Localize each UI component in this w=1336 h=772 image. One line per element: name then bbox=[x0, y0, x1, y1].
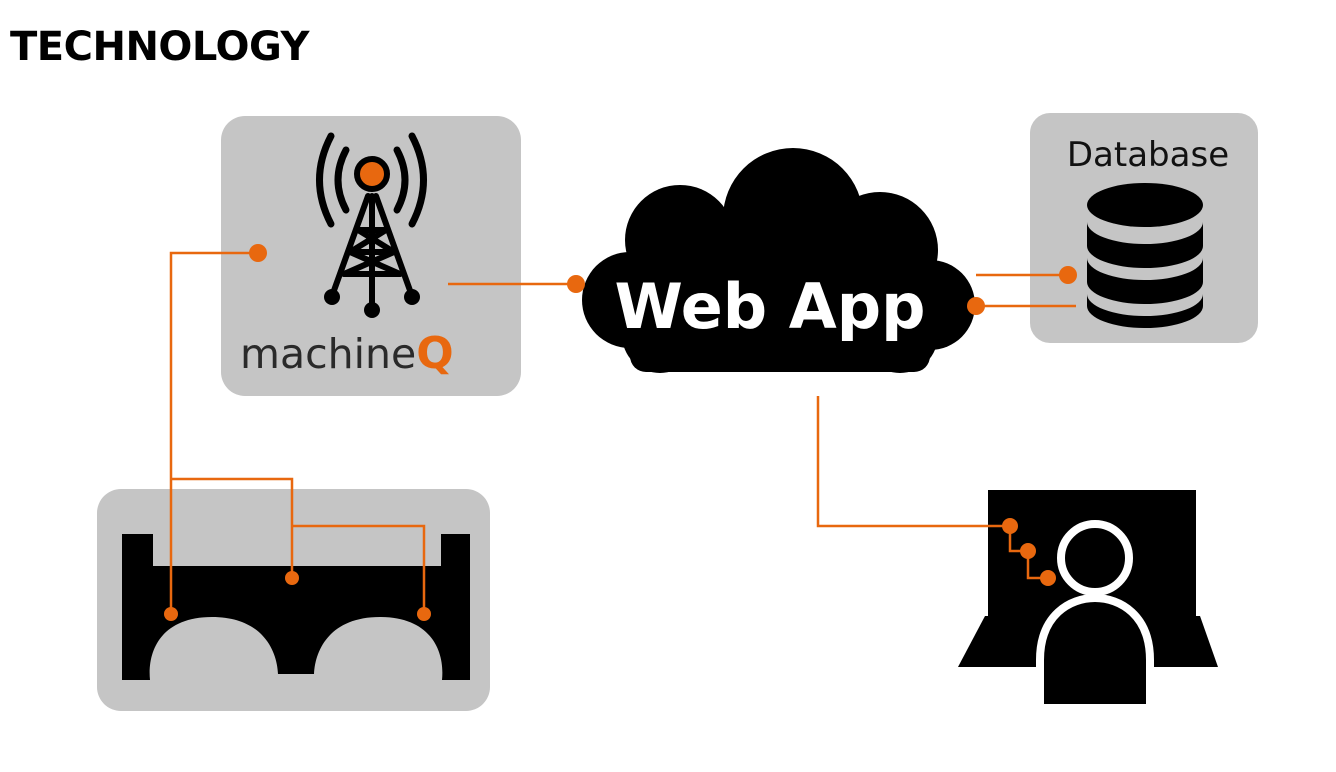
cloud-icon bbox=[582, 148, 975, 373]
connector-dot bbox=[164, 607, 178, 621]
connectors bbox=[169, 251, 1076, 614]
radio-tower-icon bbox=[316, 132, 427, 318]
bridge-icon bbox=[122, 534, 470, 680]
gateway-brand-prefix: machine bbox=[240, 330, 416, 378]
database-label: Database bbox=[1067, 135, 1229, 175]
connector-dot bbox=[567, 275, 585, 293]
gateway-brand-suffix: Q bbox=[416, 328, 453, 379]
web-app-label: Web App bbox=[615, 270, 926, 343]
user-at-laptop-icon bbox=[958, 490, 1218, 712]
user-node bbox=[958, 490, 1218, 712]
page-title: TECHNOLOGY bbox=[10, 24, 309, 70]
connector-dot bbox=[1059, 266, 1077, 284]
gateway-node: machineQ bbox=[221, 116, 521, 396]
database-node: Database bbox=[1030, 113, 1258, 343]
connector-bridge-right bbox=[292, 524, 426, 614]
connector-dot bbox=[1040, 570, 1056, 586]
database-icon bbox=[1087, 183, 1203, 328]
connector-dot bbox=[285, 571, 299, 585]
connector-dot bbox=[249, 244, 267, 262]
connector-bridge-mid bbox=[171, 477, 294, 578]
connector-nodes bbox=[164, 244, 1077, 621]
connector-dot bbox=[1020, 543, 1036, 559]
web-app-node: Web App bbox=[582, 148, 975, 373]
connector-dot bbox=[1002, 518, 1018, 534]
bridge-node bbox=[97, 489, 490, 711]
connector-webapp-user bbox=[816, 396, 1010, 528]
gateway-brand-label: machineQ bbox=[240, 328, 454, 379]
connector-dot bbox=[417, 607, 431, 621]
connector-dot bbox=[967, 297, 985, 315]
connector-gateway-bridge bbox=[169, 251, 258, 614]
